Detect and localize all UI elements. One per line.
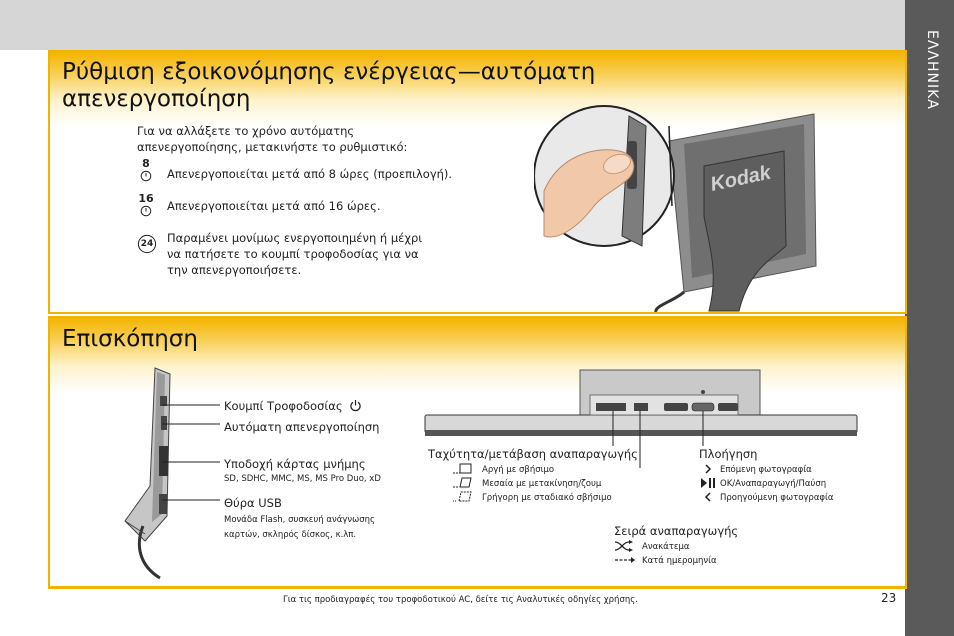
option-24-line3: την απενεργοποιήσετε. — [167, 263, 302, 277]
navigation-title: Πλοήγηση — [699, 447, 758, 461]
frame-side-illustration — [105, 366, 175, 581]
power-icon — [349, 399, 362, 412]
option-24-line1: Παραμένει μονίμως ενεργοποιημένη ή μέχρι — [167, 231, 423, 245]
next-icon — [702, 463, 714, 475]
callout-lines — [162, 404, 220, 501]
footer-note: Για τις προδιαγραφές του τροφοδοτικού AC… — [283, 595, 638, 605]
option-16-text: Απενεργοποιείται μετά από 16 ώρες. — [167, 199, 381, 213]
timer-24-icon: 24 — [137, 234, 157, 254]
shuffle-icon — [614, 540, 634, 552]
order-title: Σειρά αναπαραγωγής — [614, 524, 739, 538]
previous-icon — [702, 491, 714, 503]
usb-desc-line1: Μονάδα Flash, συσκευή ανάγνωσης — [224, 515, 375, 525]
section-title-line2: απενεργοποίηση — [62, 86, 251, 112]
nav-item-next: Επόμενη φωτογραφία — [720, 465, 812, 475]
order-item-by-date: Κατά ημερομηνία — [642, 556, 717, 566]
order-item-shuffle: Ανακάτεμα — [642, 542, 690, 552]
play-pause-icon — [700, 477, 716, 489]
power-saving-section: Ρύθμιση εξοικονόμησης ενέργειας—αυτόματη… — [48, 50, 907, 314]
overview-title: Επισκόπηση — [62, 326, 198, 352]
nav-item-ok: OK/Αναπαραγωγή/Παύση — [720, 479, 827, 489]
medium-speed-icon — [452, 477, 472, 489]
speed-item-fast: Γρήγορη με σταδιακό σβήσιμο — [482, 493, 612, 503]
intro-line1: Για να αλλάξετε το χρόνο αυτόματης — [137, 124, 355, 138]
bottom-rule — [48, 588, 907, 589]
timer-8-icon: 8 — [138, 158, 154, 182]
timer-16-icon: 16 — [138, 193, 154, 217]
by-date-icon — [614, 554, 636, 566]
slow-speed-icon — [452, 463, 472, 475]
option-24-line2: να πατήσετε το κουμπί τροφοδοσίας για να — [167, 247, 419, 261]
overview-section: Επισκόπηση Κουμπί Τροφοδοσίας Αυτόματη α… — [48, 316, 907, 588]
page-number: 23 — [881, 591, 897, 605]
option-8-text: Απενεργοποιείται μετά από 8 ώρες (προεπι… — [167, 167, 453, 181]
speed-title: Ταχύτητα/μετάβαση αναπαραγωγής — [428, 447, 638, 461]
frame-top-illustration — [420, 368, 860, 468]
section-title-line1: Ρύθμιση εξοικονόμησης ενέργειας—αυτόματη — [62, 59, 596, 85]
fast-speed-icon — [452, 491, 472, 503]
card-slot-label: Υποδοχή κάρτας μνήμης — [224, 457, 366, 471]
speed-item-medium: Μεσαία με μετακίνηση/ζουμ — [482, 479, 602, 489]
language-label: ΕΛΛΗΝΙΚΑ — [924, 30, 940, 110]
power-button-label: Κουμπί Τροφοδοσίας — [224, 399, 362, 413]
usb-port-label: Θύρα USB — [224, 496, 282, 510]
language-tab: ΕΛΛΗΝΙΚΑ — [905, 0, 954, 636]
auto-off-label: Αυτόματη απενεργοποίηση — [224, 420, 380, 434]
speed-item-slow: Αργή με σβήσιμο — [482, 465, 555, 475]
top-band — [0, 0, 954, 50]
intro-line2: απενεργοποίησης, μετακινήστε το ρυθμιστι… — [137, 140, 408, 154]
nav-item-previous: Προηγούμενη φωτογραφία — [720, 493, 834, 503]
frame-back-illustration: Kodak — [534, 96, 834, 312]
card-types: SD, SDHC, MMC, MS, MS Pro Duo, xD — [224, 474, 381, 484]
usb-desc-line2: καρτών, σκληρός δίσκος, κ.λπ. — [224, 530, 357, 540]
